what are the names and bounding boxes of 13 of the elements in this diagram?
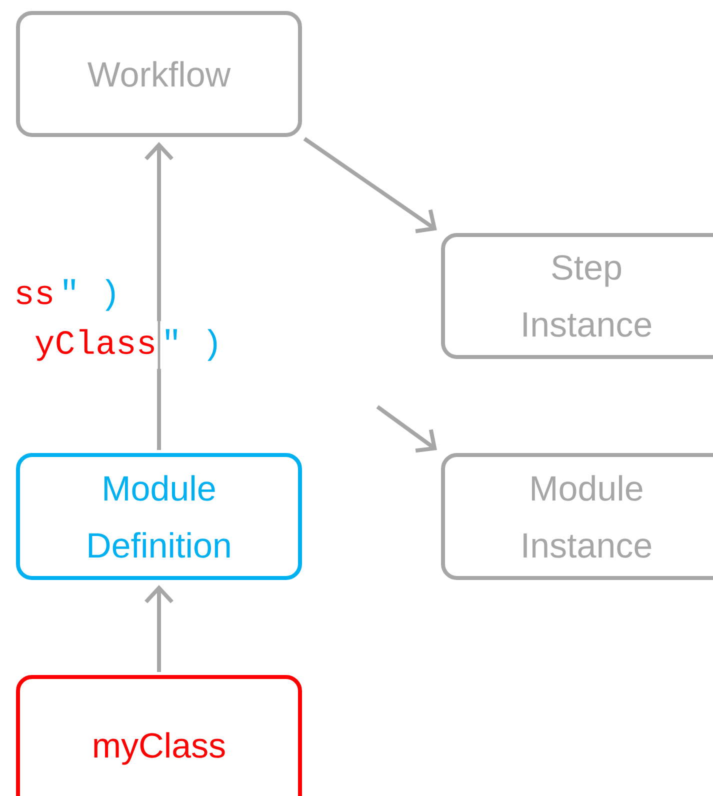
code-text: " ) — [58, 271, 122, 319]
process-box: Step Instance — [441, 233, 713, 359]
process-box: Module Instance — [441, 453, 713, 580]
arrow — [144, 142, 174, 450]
process-box: Workflow — [16, 11, 302, 137]
code-text: " ) — [160, 321, 224, 369]
process-box: myClass — [16, 675, 302, 796]
arrow — [144, 585, 174, 672]
process-box: Module Definition — [16, 453, 302, 580]
arrow — [303, 137, 437, 234]
arrow — [376, 405, 437, 453]
code-text: ss — [13, 278, 56, 312]
code-text: yClass — [33, 321, 158, 369]
